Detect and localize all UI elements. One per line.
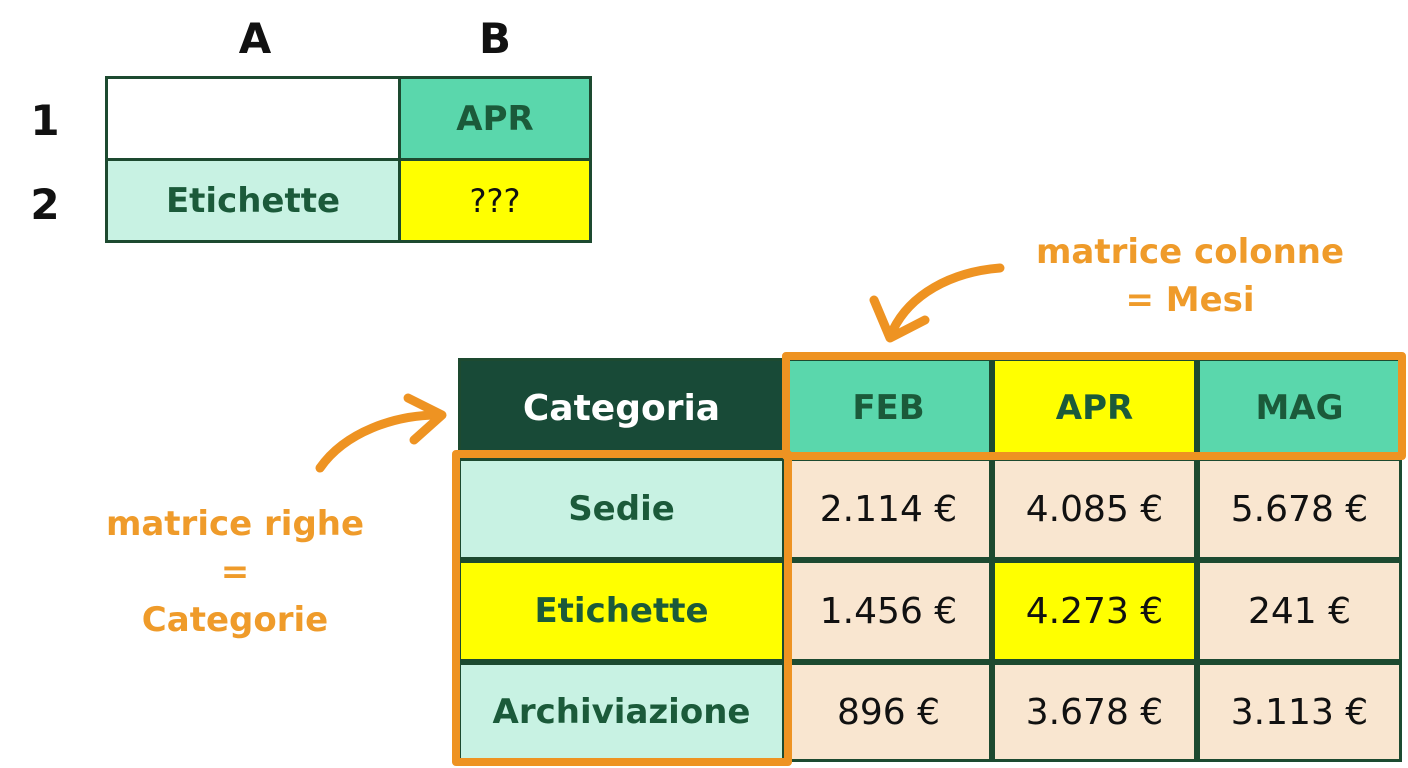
rows-annotation-line2: =: [220, 552, 250, 592]
row-header-2: 2: [30, 180, 60, 229]
rows-annotation: matrice righe = Categorie: [80, 500, 390, 644]
columns-arrow: [888, 263, 1005, 335]
value-etichette-apr: 4.273 €: [992, 560, 1197, 662]
row-label-etichette: Etichette: [458, 560, 785, 662]
columns-annotation-line2: = Mesi: [1125, 280, 1255, 320]
value-sedie-apr: 4.085 €: [992, 458, 1197, 560]
cell-a1[interactable]: [105, 76, 401, 161]
value-archiviazione-mag: 3.113 €: [1197, 662, 1402, 762]
value-sedie-feb: 2.114 €: [785, 458, 992, 560]
value-etichette-feb: 1.456 €: [785, 560, 992, 662]
corner-header-categoria: Categoria: [458, 358, 785, 458]
rows-arrowhead: [403, 393, 447, 445]
column-header-b: B: [478, 14, 511, 63]
cell-a2[interactable]: Etichette: [105, 158, 401, 243]
columns-annotation: matrice colonne = Mesi: [1000, 228, 1380, 324]
columns-annotation-line1: matrice colonne: [1035, 232, 1345, 272]
row-label-archiviazione: Archiviazione: [458, 662, 785, 762]
rows-annotation-line3: Categorie: [141, 600, 329, 640]
cell-b2[interactable]: ???: [398, 158, 592, 243]
column-header-a: A: [238, 14, 272, 63]
rows-annotation-line1: matrice righe: [105, 504, 365, 544]
value-archiviazione-apr: 3.678 €: [992, 662, 1197, 762]
value-sedie-mag: 5.678 €: [1197, 458, 1402, 560]
column-matrix-highlight: [782, 352, 1406, 460]
row-matrix-highlight: [452, 450, 792, 766]
rows-arrow: [315, 410, 443, 473]
row-header-1: 1: [30, 96, 60, 145]
columns-arrowhead: [869, 295, 930, 343]
value-etichette-mag: 241 €: [1197, 560, 1402, 662]
row-label-sedie: Sedie: [458, 458, 785, 560]
